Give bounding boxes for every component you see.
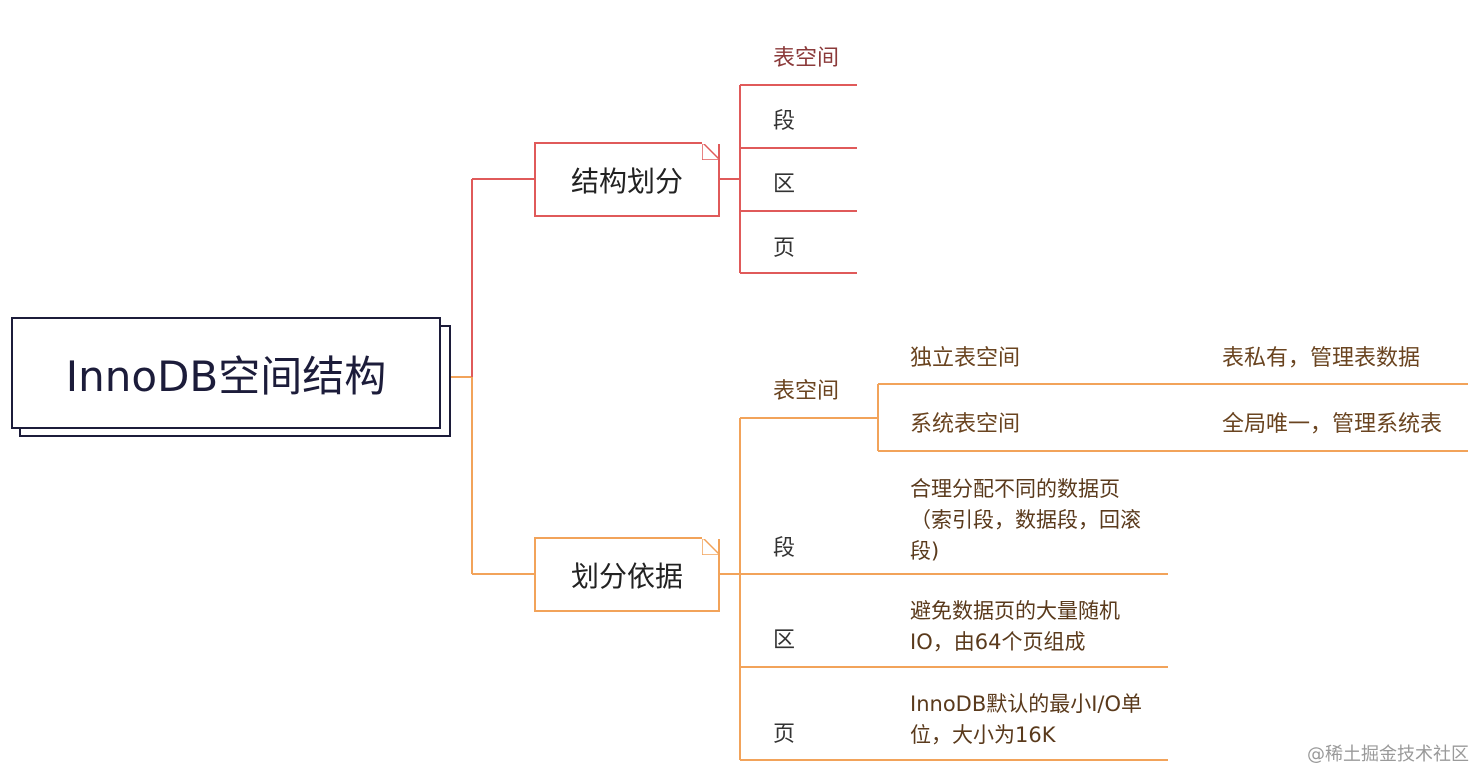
root-title: InnoDB空间结构 (65, 351, 387, 401)
extent-note: 避免数据页的大量随机IO，由64个页组成 (910, 599, 1120, 654)
tablespace-child-system[interactable]: 系统表空间 (910, 412, 1021, 437)
branch-label: 划分依据 (570, 559, 683, 593)
branch-node-basis[interactable]: 划分依据 (534, 537, 720, 612)
watermark: @稀土掘金技术社区 (1307, 744, 1469, 765)
tablespace-child-independent[interactable]: 独立表空间 (910, 346, 1021, 371)
basis-item-tablespace[interactable]: 表空间 (773, 379, 840, 404)
structure-item-extent[interactable]: 区 (773, 172, 796, 197)
segment-note: 合理分配不同的数据页（索引段，数据段，回滚段) (910, 477, 1141, 563)
basis-item-extent[interactable]: 区 (773, 628, 796, 653)
branch-label: 结构划分 (570, 164, 683, 198)
fold-corner-icon (702, 142, 720, 160)
structure-item-tablespace[interactable]: 表空间 (773, 46, 840, 71)
branch-node-structure[interactable]: 结构划分 (534, 142, 720, 217)
structure-item-segment[interactable]: 段 (773, 109, 796, 134)
basis-item-page[interactable]: 页 (773, 722, 796, 747)
page-note: InnoDB默认的最小I/O单位，大小为16K (910, 692, 1143, 747)
tablespace-child-independent-note: 表私有，管理表数据 (1222, 346, 1421, 371)
fold-corner-icon (702, 537, 720, 555)
structure-item-page[interactable]: 页 (773, 236, 796, 261)
basis-item-segment[interactable]: 段 (773, 536, 796, 561)
tablespace-child-system-note: 全局唯一，管理系统表 (1222, 412, 1443, 437)
root-node[interactable]: InnoDB空间结构 (11, 317, 441, 429)
